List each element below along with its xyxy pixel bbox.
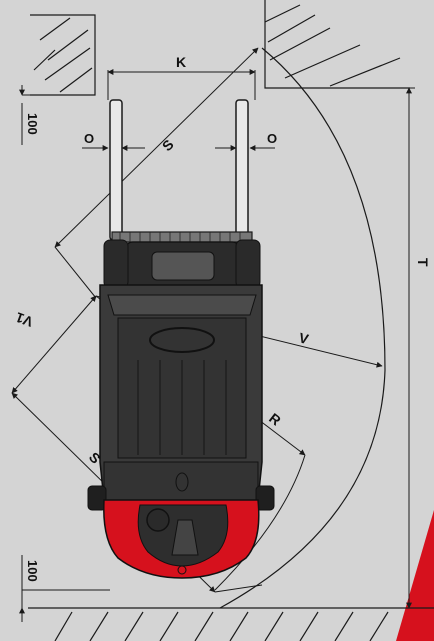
- fork-carriage: [111, 231, 253, 243]
- extension-s-lower: [214, 584, 263, 593]
- front-wheel-right: [235, 239, 261, 289]
- extension-s-upper: [54, 246, 97, 299]
- front-wheel-left: [103, 239, 129, 289]
- label-v: V: [297, 329, 311, 347]
- overhead-guard: [107, 294, 257, 316]
- rear-light: [175, 472, 189, 492]
- fork-right: [235, 99, 249, 241]
- red-corner-accent: [396, 510, 434, 641]
- rear-wheel-right: [255, 485, 275, 511]
- label-o-right: O: [267, 131, 277, 146]
- dimension-k: [107, 69, 256, 100]
- turning-arc: [219, 47, 386, 609]
- label-k: K: [176, 54, 186, 70]
- rear-panel: [103, 461, 259, 501]
- fork-left: [109, 99, 123, 241]
- dimension-s-upper: [54, 47, 259, 248]
- wall-bottom: [28, 607, 434, 641]
- lpg-cap: [171, 519, 199, 556]
- wall-top-right: [264, 0, 410, 89]
- inner-arc: [214, 454, 306, 591]
- wall-top-left: [30, 14, 96, 96]
- rear-hitch: [177, 565, 187, 575]
- steering-wheel: [149, 327, 215, 353]
- mast-cylinder: [151, 251, 215, 281]
- label-o-left: O: [84, 131, 94, 146]
- fork-carriage-grill: [119, 232, 241, 242]
- label-100-bottom: 100: [25, 560, 40, 582]
- label-r: R: [266, 410, 284, 429]
- label-t: T: [415, 258, 431, 267]
- seat-ribs: [137, 360, 227, 455]
- label-100-top: 100: [25, 113, 40, 135]
- dimension-v1: [11, 295, 97, 394]
- label-s-upper: S: [159, 136, 177, 154]
- rear-wheel-left: [87, 485, 107, 511]
- dimension-t: [380, 87, 415, 609]
- tow-pin: [146, 508, 170, 532]
- dimension-100-top: [19, 85, 60, 145]
- label-v1: V1: [13, 309, 35, 330]
